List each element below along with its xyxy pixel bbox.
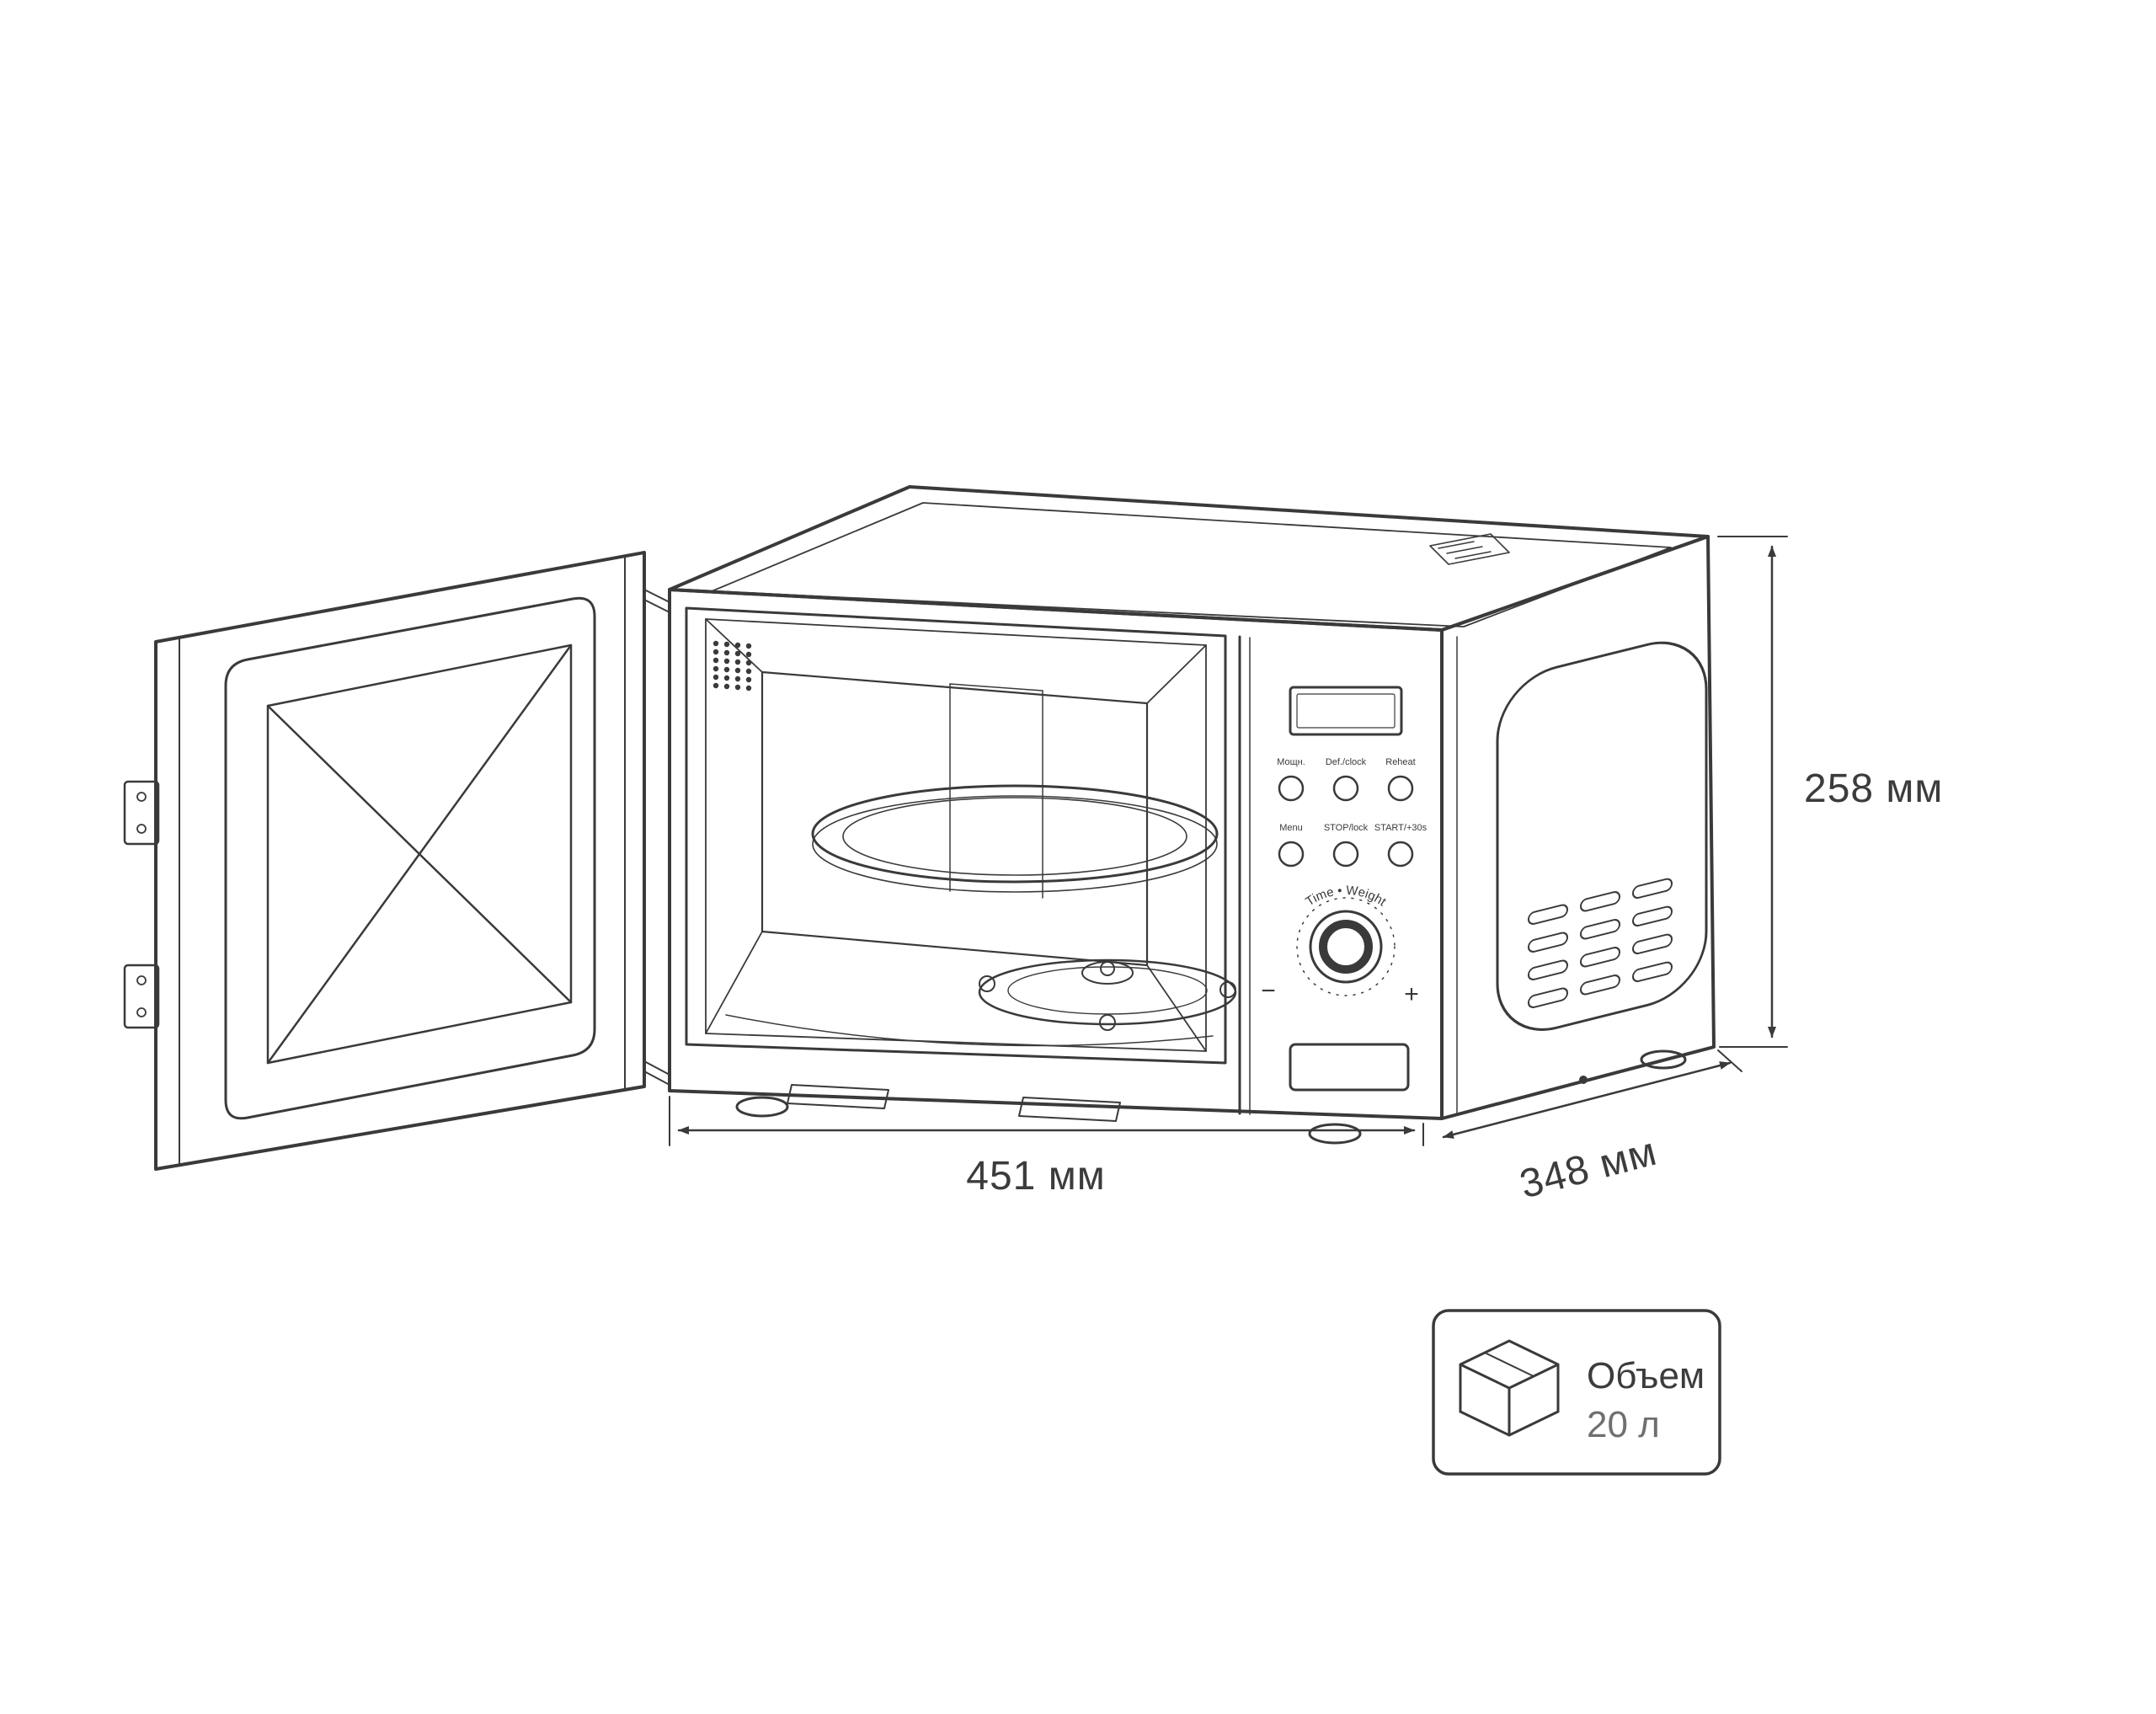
volume-badge-title: Объем	[1587, 1355, 1705, 1396]
dimension-height: 258 мм	[1717, 536, 1943, 1048]
cavity-vent-dots	[712, 640, 752, 691]
width-dimension-label: 451 мм	[966, 1154, 1105, 1199]
door-window-frame	[224, 596, 596, 1120]
volume-badge: Объем 20 л	[1432, 1309, 1721, 1476]
button-label-stop-lock: STOP/lock	[1324, 823, 1369, 833]
height-dimension-label: 258 мм	[1804, 766, 1943, 811]
door-hinge-arms	[643, 589, 670, 1086]
body-front-face	[668, 588, 1444, 1120]
defrost-clock-button[interactable]	[1332, 775, 1359, 802]
turntable-roller-ring	[978, 958, 1237, 1031]
door-release-button[interactable]	[1289, 1043, 1410, 1092]
side-screw	[1579, 1076, 1588, 1084]
oven-cavity	[685, 606, 1237, 1065]
power-button[interactable]	[1278, 775, 1305, 802]
volume-cube-icon	[1459, 1339, 1560, 1437]
depth-dimension-label: 348 мм	[1515, 1129, 1661, 1208]
body-top-face	[668, 485, 1710, 632]
button-label-defrost-clock: Def./clock	[1326, 757, 1367, 767]
knob-minus-sign: −	[1261, 977, 1276, 1005]
knob-label: Time • Weight	[1303, 884, 1389, 910]
knob-plus-sign: +	[1404, 980, 1419, 1008]
button-label-menu: Menu	[1279, 823, 1303, 833]
menu-button[interactable]	[1278, 841, 1305, 868]
microwave-door[interactable]	[123, 551, 670, 1171]
lcd-display	[1289, 686, 1403, 736]
volume-badge-value: 20 л	[1587, 1404, 1660, 1445]
svg-text:Time • Weight: Time • Weight	[1303, 884, 1389, 910]
top-logo-mark	[1429, 533, 1510, 565]
reheat-button[interactable]	[1387, 775, 1414, 802]
cavity-floor-edge	[725, 1014, 1214, 1047]
door-hinge-top	[123, 780, 160, 846]
side-vent-slots	[1528, 878, 1673, 1008]
body-right-face	[1440, 535, 1716, 1120]
time-weight-knob[interactable]: Time • Weight − +	[1261, 884, 1419, 1008]
button-label-power: Мощн.	[1277, 757, 1305, 767]
start-button[interactable]	[1387, 841, 1414, 868]
dimension-depth: 348 мм	[1442, 1049, 1742, 1208]
control-panel: Мощн. Def./clock Reheat Menu STOP/lock S…	[1238, 635, 1428, 1115]
stop-lock-button[interactable]	[1332, 841, 1359, 868]
door-glass	[266, 643, 573, 1065]
side-window	[1496, 641, 1708, 1031]
dimension-width: 451 мм	[669, 1096, 1424, 1199]
door-hinge-bottom	[123, 964, 160, 1029]
microwave-body: Мощн. Def./clock Reheat Menu STOP/lock S…	[668, 485, 1716, 1145]
button-label-reheat: Reheat	[1385, 757, 1415, 767]
button-label-start: START/+30s	[1374, 823, 1428, 833]
lcd-display-inner	[1296, 693, 1396, 729]
turntable-plate	[811, 784, 1219, 893]
